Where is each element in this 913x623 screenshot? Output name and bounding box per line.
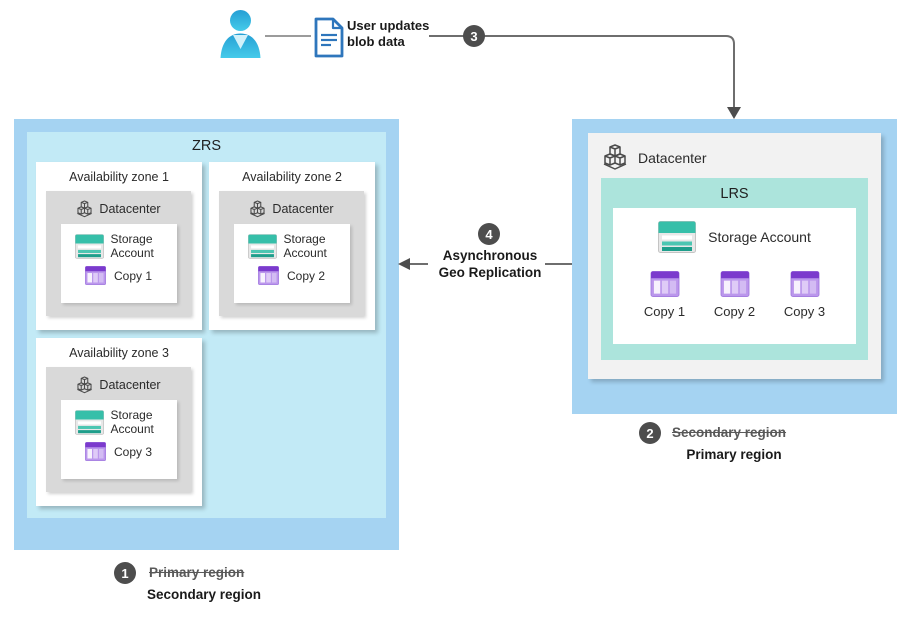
replication-label: Asynchronous Geo Replication [390,247,590,281]
lrs-container: LRS Storage Account [601,178,868,360]
storage-account-icon [74,409,104,435]
datacenter-box: Datacenter [46,367,191,492]
document-icon [314,17,344,58]
storage-panel: Storage Account [60,224,177,303]
datacenter-card: Datacenter LRS [588,133,881,379]
lrs-storage-panel: Storage Account [613,208,856,344]
storage-account-label: Storage Account [110,408,154,436]
storage-panel: Storage Account [60,400,177,479]
zrs-previous-role-label: Primary region [149,565,245,580]
copy-label: Copy 3 [783,304,826,319]
datacenter-label: Datacenter [99,202,161,216]
copy-item: Copy 1 [642,271,688,319]
step-1-badge: 1 [114,562,136,584]
datacenter-label: Datacenter [99,378,161,392]
datacenter-icon [602,143,628,173]
copy-table-icon [790,271,820,297]
datacenter-icon [76,375,93,396]
storage-account-label: Storage Account [110,232,154,260]
storage-account-icon [658,221,697,253]
copy-table-icon [650,271,680,297]
copy-label: Copy 1 [643,304,686,319]
datacenter-box: Datacenter [46,191,191,316]
storage-account-icon [247,233,277,259]
zone-title: Availability zone 2 [242,170,342,184]
zrs-region-box: ZRS Availability zone 1 [14,119,399,550]
datacenter-icon [249,199,266,220]
availability-zone-2-card: Availability zone 2 Datacenter [209,162,375,330]
step-3-badge: 3 [463,25,485,47]
step-2-badge: 2 [639,422,661,444]
zrs-title: ZRS [192,138,221,154]
lrs-region-box: Datacenter LRS [572,119,897,414]
copy-label: Copy 1 [113,268,153,283]
user-action-label: User updates blob data [347,18,430,49]
copy-label: Copy 2 [286,268,326,283]
datacenter-icon [76,199,93,220]
storage-panel: Storage Account [233,224,350,303]
copy-table-icon [257,266,279,285]
user-icon [218,9,263,60]
storage-account-label: Storage Account [708,229,811,245]
copy-item: Copy 3 [782,271,828,319]
zrs-current-role-label: Secondary region [146,587,262,602]
zrs-container: ZRS Availability zone 1 [27,132,386,518]
copy-label: Copy 3 [113,444,153,459]
datacenter-box: Datacenter [219,191,364,316]
datacenter-label: Datacenter [638,150,707,166]
storage-account-icon [74,233,104,259]
lrs-title: LRS [720,186,749,202]
zone-title: Availability zone 1 [69,170,169,184]
replication-label-line1: Asynchronous [442,248,538,263]
copy-item: Copy 2 [712,271,758,319]
storage-account-label: Storage Account [283,232,327,260]
copy-table-icon [84,442,106,461]
copy-label: Copy 2 [713,304,756,319]
copy-table-icon [720,271,750,297]
replication-label-line2: Geo Replication [438,265,542,280]
datacenter-label: Datacenter [272,202,334,216]
lrs-previous-role-label: Secondary region [672,425,787,440]
availability-zone-1-card: Availability zone 1 Datacenter [36,162,202,330]
step-4-badge: 4 [478,223,500,245]
zone-title: Availability zone 3 [69,346,169,360]
arrowhead-down-icon [727,107,741,119]
availability-zone-3-card: Availability zone 3 Datacenter [36,338,202,506]
copy-table-icon [84,266,106,285]
lrs-current-role-label: Primary region [686,447,782,462]
